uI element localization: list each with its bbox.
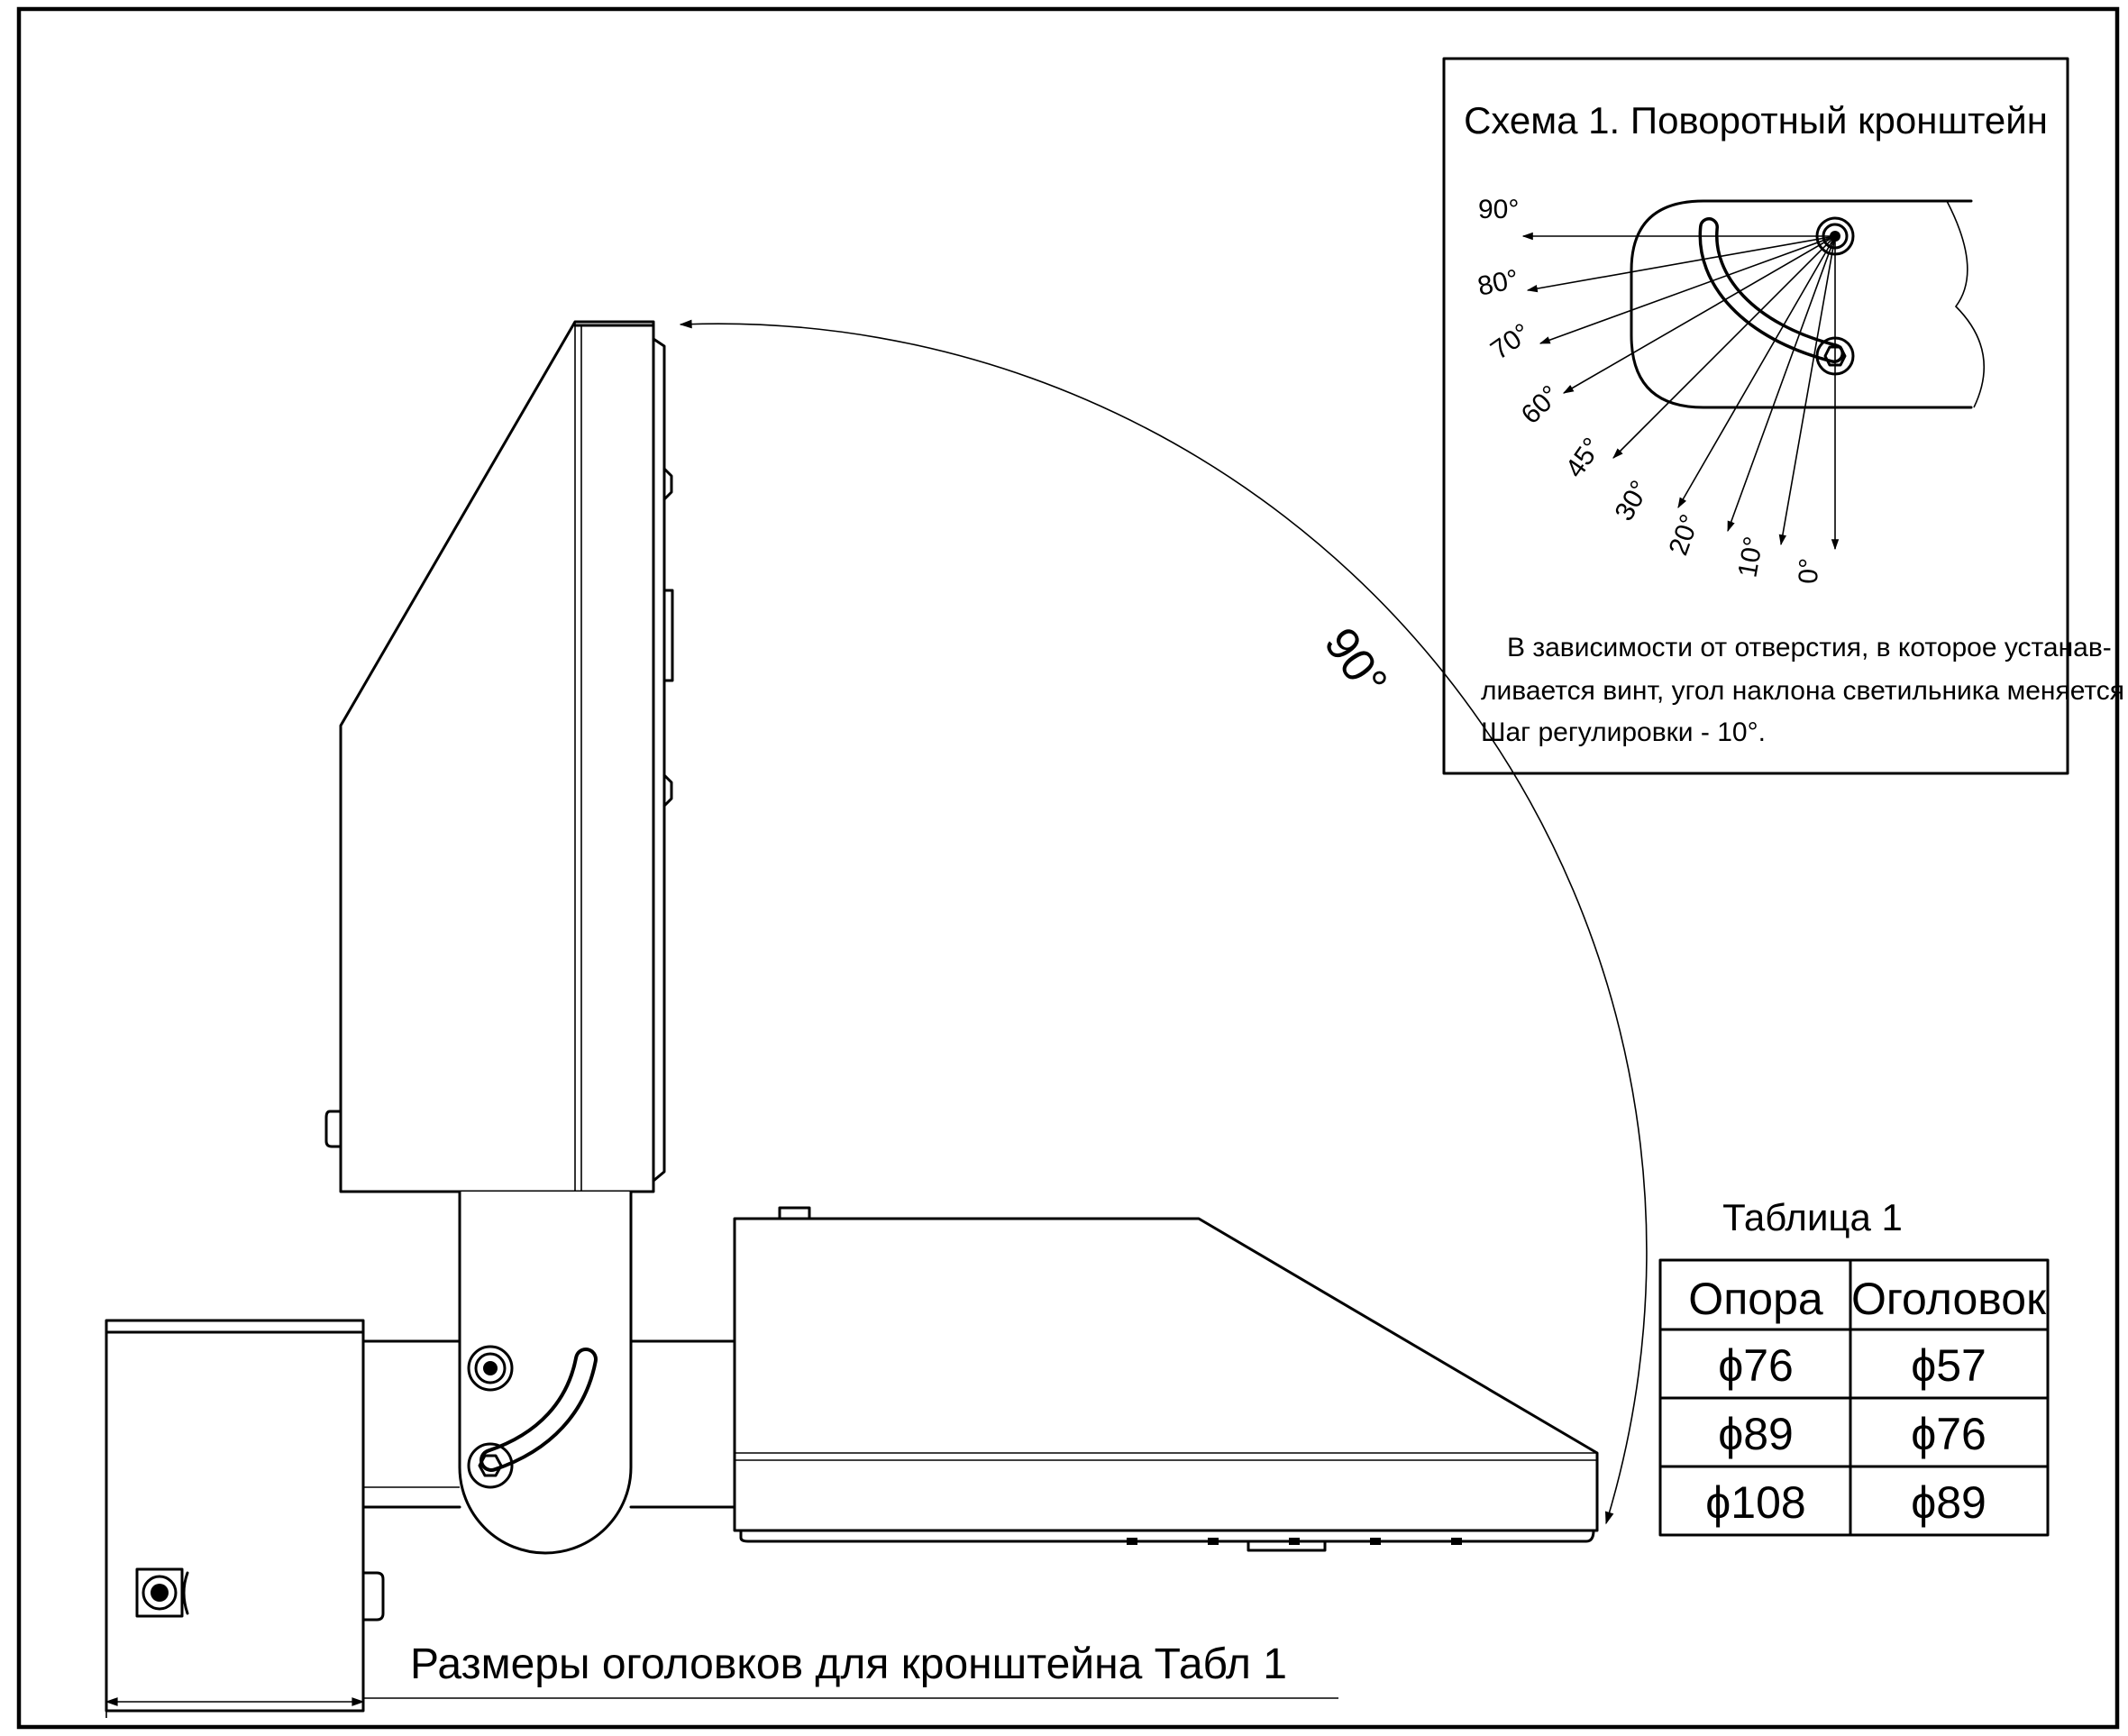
scheme-angle-rays xyxy=(1521,232,1840,551)
underside-fins xyxy=(1127,1538,1462,1545)
table-1: Таблица 1 Опора Оголовок ϕ76 ϕ57 ϕ89 ϕ76… xyxy=(1658,1196,2050,1537)
scheme-bracket-plate xyxy=(1630,199,1973,409)
angle-label-90: 90° xyxy=(1478,195,1519,224)
angle-label-60: 60° xyxy=(1516,380,1566,430)
scheme-bolt-top-icon xyxy=(1815,216,1855,256)
scheme-note-line-1: В зависимости от отверстия, в которое ус… xyxy=(1507,633,2112,662)
angle-label-80: 80° xyxy=(1475,264,1521,302)
scheme-note-line-2: ливается винт, угол наклона светильника … xyxy=(1481,676,2124,706)
drawing-border xyxy=(16,6,2120,1730)
table-row-3-head: ϕ89 xyxy=(1911,1477,1986,1528)
table-row-1-support: ϕ76 xyxy=(1718,1340,1794,1391)
pivot-arm xyxy=(458,1192,633,1555)
scheme-bolt-bottom-icon xyxy=(1815,336,1855,376)
luminaire-vertical xyxy=(324,320,674,1193)
angle-label-10: 10° xyxy=(1732,535,1768,580)
bolt-upper-icon xyxy=(467,1345,514,1392)
rotation-angle-label: 90° xyxy=(1314,618,1398,707)
table-row-1-head: ϕ57 xyxy=(1911,1340,1986,1391)
table-title: Таблица 1 xyxy=(1722,1196,1903,1238)
rotation-arc xyxy=(679,319,1648,1525)
table-row-2-head: ϕ76 xyxy=(1911,1409,1986,1459)
angle-label-30: 30° xyxy=(1609,476,1655,526)
table-header-head: Оголовок xyxy=(1851,1274,2047,1324)
angle-label-70: 70° xyxy=(1485,318,1536,366)
table-header-support: Опора xyxy=(1688,1274,1823,1324)
angle-label-45: 45° xyxy=(1560,433,1608,483)
bracket-caption: Размеры оголовков для кронштейна Табл 1 xyxy=(410,1640,1287,1688)
angle-label-0: 0° xyxy=(1794,557,1824,584)
scheme-note-line-3: Шаг регулировки - 10°. xyxy=(1481,717,1766,747)
head-bolt-icon xyxy=(135,1567,189,1618)
mounting-head xyxy=(105,1319,385,1718)
scheme-panel: Схема 1. Поворотный кронштейн xyxy=(1442,57,2124,775)
angle-label-20: 20° xyxy=(1664,510,1706,559)
table-row-3-support: ϕ108 xyxy=(1705,1477,1805,1528)
luminaire-horizontal xyxy=(733,1206,1599,1552)
scheme-title: Схема 1. Поворотный кронштейн xyxy=(1464,99,2048,142)
table-row-2-support: ϕ89 xyxy=(1718,1409,1794,1459)
main-assembly: 90° xyxy=(105,319,1648,1718)
bolt-lower-icon xyxy=(467,1442,514,1489)
